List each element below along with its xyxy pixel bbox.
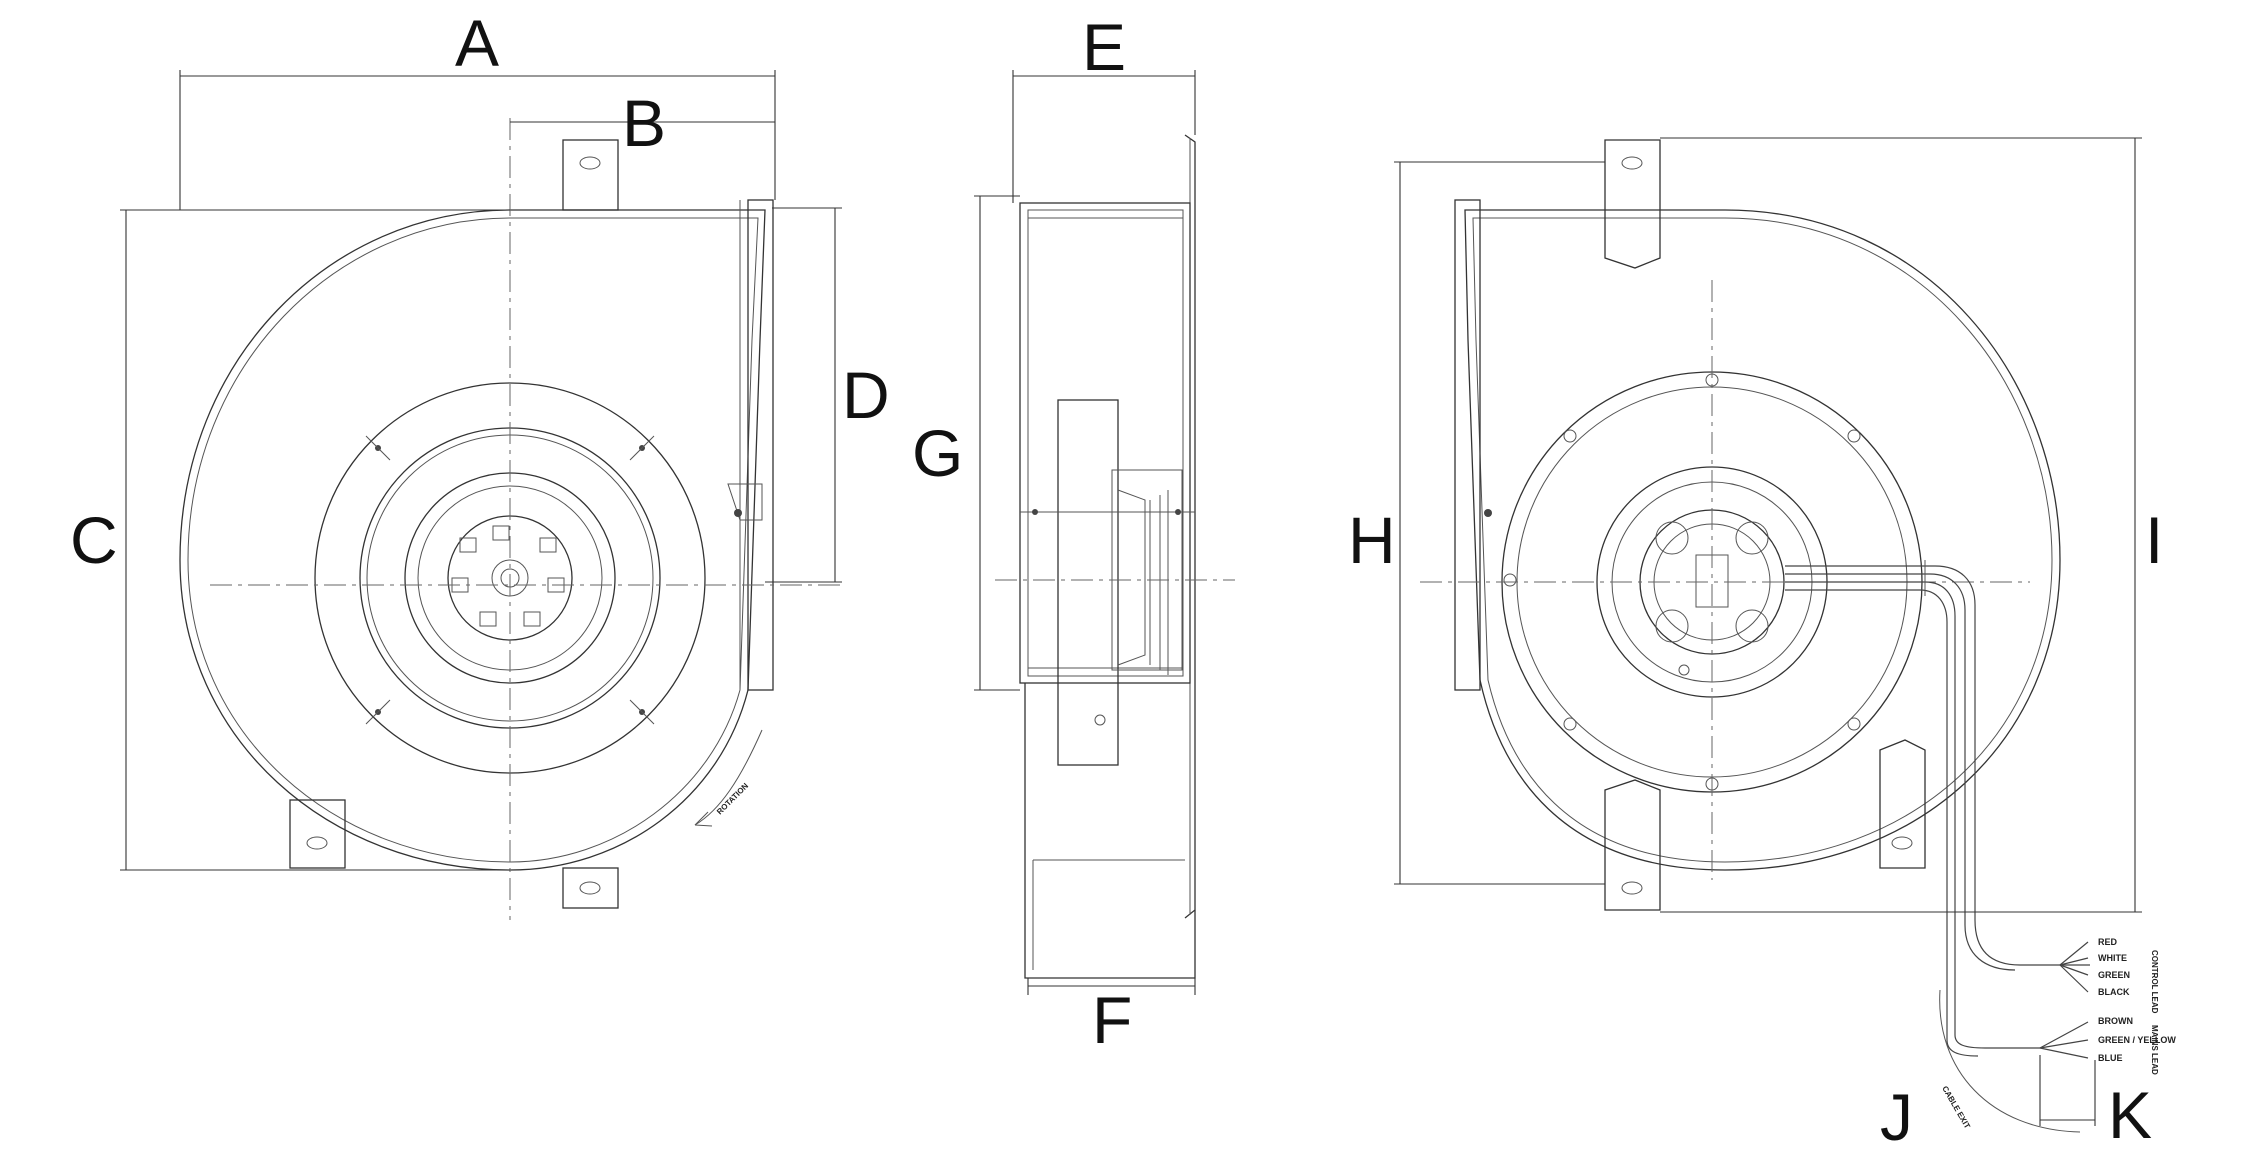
mains-lead-ends: [2039, 1021, 2089, 1059]
wire-label-green-yellow: GREEN / YELLOW: [2098, 1035, 2176, 1045]
hub-clips: [451, 525, 565, 627]
dim-label-c: C: [70, 503, 118, 577]
dim-label-h: H: [1348, 503, 1396, 577]
side-impeller: [1057, 399, 1119, 766]
dim-label-i: I: [2145, 503, 2163, 577]
wire-label-blue: BLUE: [2098, 1053, 2123, 1063]
wire-label-green: GREEN: [2098, 970, 2130, 980]
side-dimensions: [974, 70, 1196, 995]
dim-label-k: K: [2108, 1078, 2152, 1152]
wire-label-brown: BROWN: [2098, 1016, 2133, 1026]
dim-label-d: D: [842, 358, 890, 432]
motor-plate-lobes: [1655, 521, 1769, 643]
control-wire-labels: RED WHITE GREEN BLACK CONTROL LEAD: [2098, 937, 2159, 1014]
rear-dimensions: [1394, 137, 2142, 1126]
wire-label-white: WHITE: [2098, 953, 2127, 963]
mains-wire-labels: BROWN GREEN / YELLOW BLUE MAINS LEAD: [2098, 1016, 2176, 1075]
control-lead-label: CONTROL LEAD: [2150, 950, 2159, 1014]
front-bottom-left-tab: [289, 799, 346, 869]
rear-housing-outline: [1464, 209, 2061, 871]
dim-label-j: J: [1880, 1080, 1913, 1154]
dim-label-e: E: [1082, 10, 1126, 84]
dim-label-b: B: [622, 86, 666, 160]
dim-label-a: A: [455, 6, 499, 80]
front-outlet-flange: [747, 199, 774, 691]
rear-view: [1420, 139, 2090, 1133]
control-lead-ends: [2059, 941, 2089, 993]
cable-exit-label: CABLE EXIT: [1940, 1085, 1972, 1131]
side-view: [995, 134, 1235, 979]
rear-screws: [1503, 373, 1861, 791]
wire-label-red: RED: [2098, 937, 2118, 947]
front-housing-outline: [179, 209, 766, 871]
rear-bottom-tab: [1604, 779, 1661, 911]
side-housing: [1019, 202, 1191, 684]
cable-bundle: [1785, 560, 2090, 1057]
rotation-arrow: [694, 729, 763, 826]
mains-lead-label: MAINS LEAD: [2150, 1025, 2159, 1075]
front-top-tab: [562, 139, 619, 211]
rear-top-tab: [1604, 139, 1661, 269]
dim-label-f: F: [1092, 983, 1132, 1057]
front-dimensions: [120, 70, 842, 871]
rear-side-tab: [1879, 739, 1926, 869]
wire-label-black: BLACK: [2098, 987, 2130, 997]
front-screws: [365, 435, 655, 725]
front-view: ROTATION: [179, 118, 840, 920]
dim-label-g: G: [912, 416, 963, 490]
front-bottom-tab: [562, 867, 619, 909]
rear-outlet-flange: [1454, 199, 1481, 691]
